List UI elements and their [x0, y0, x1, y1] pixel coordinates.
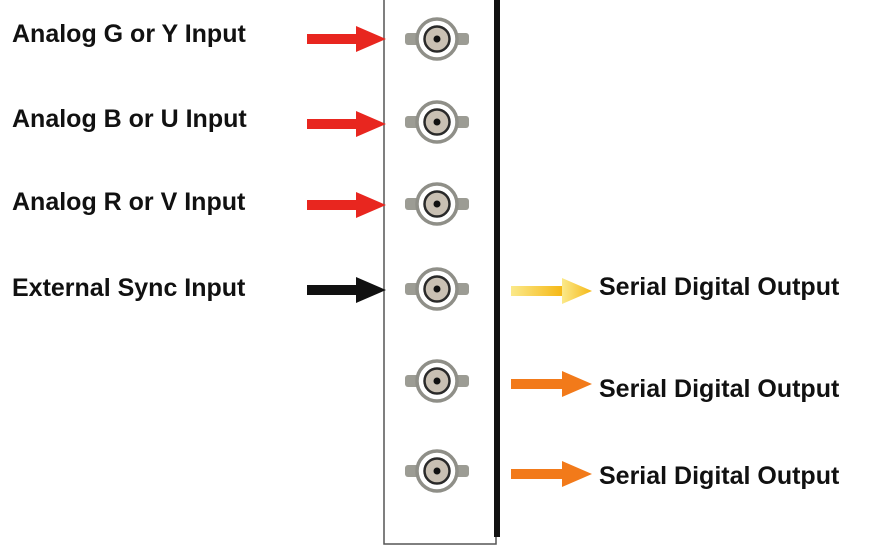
arrow-head [356, 277, 386, 303]
arrow-head [356, 26, 386, 52]
arrow-head [356, 192, 386, 218]
bnc-connector-icon [405, 182, 469, 226]
input-arrow-icon [307, 26, 386, 52]
output-arrow-icon [511, 371, 592, 397]
output-label-serial-digital-1: Serial Digital Output [599, 273, 840, 301]
bnc-center-pin [433, 285, 441, 293]
bnc-center-pin [433, 200, 441, 208]
input-arrow-icon [307, 111, 386, 137]
bnc-center-pin [433, 377, 441, 385]
arrow-head [562, 371, 592, 397]
arrow-head [356, 111, 386, 137]
bnc-center-pin [433, 467, 441, 475]
input-label-b-u: Analog B or U Input [12, 105, 247, 133]
arrow-shaft [511, 286, 562, 296]
rear-panel-edge [494, 0, 500, 537]
output-label-serial-digital-3: Serial Digital Output [599, 462, 840, 490]
bnc-center-pin [433, 35, 441, 43]
bnc-connector-icon [405, 17, 469, 61]
input-arrow-icon [307, 192, 386, 218]
output-arrow-icon [511, 278, 592, 304]
bnc-connector-icon [405, 359, 469, 403]
output-label-serial-digital-2: Serial Digital Output [599, 375, 840, 403]
bnc-connector-icon [405, 267, 469, 311]
input-label-external-sync: External Sync Input [12, 274, 246, 302]
arrow-head [562, 461, 592, 487]
arrow-shaft [307, 200, 356, 210]
arrow-head [562, 278, 592, 304]
arrow-shaft [307, 285, 356, 295]
bnc-center-pin [433, 118, 441, 126]
input-label-r-v: Analog R or V Input [12, 188, 246, 216]
bnc-connector-icon [405, 100, 469, 144]
input-label-g-y: Analog G or Y Input [12, 20, 246, 48]
input-arrow-icon [307, 277, 386, 303]
arrow-shaft [511, 469, 562, 479]
arrow-shaft [511, 379, 562, 389]
arrow-shaft [307, 34, 356, 44]
arrow-shaft [307, 119, 356, 129]
output-arrow-icon [511, 461, 592, 487]
bnc-connector-icon [405, 449, 469, 493]
